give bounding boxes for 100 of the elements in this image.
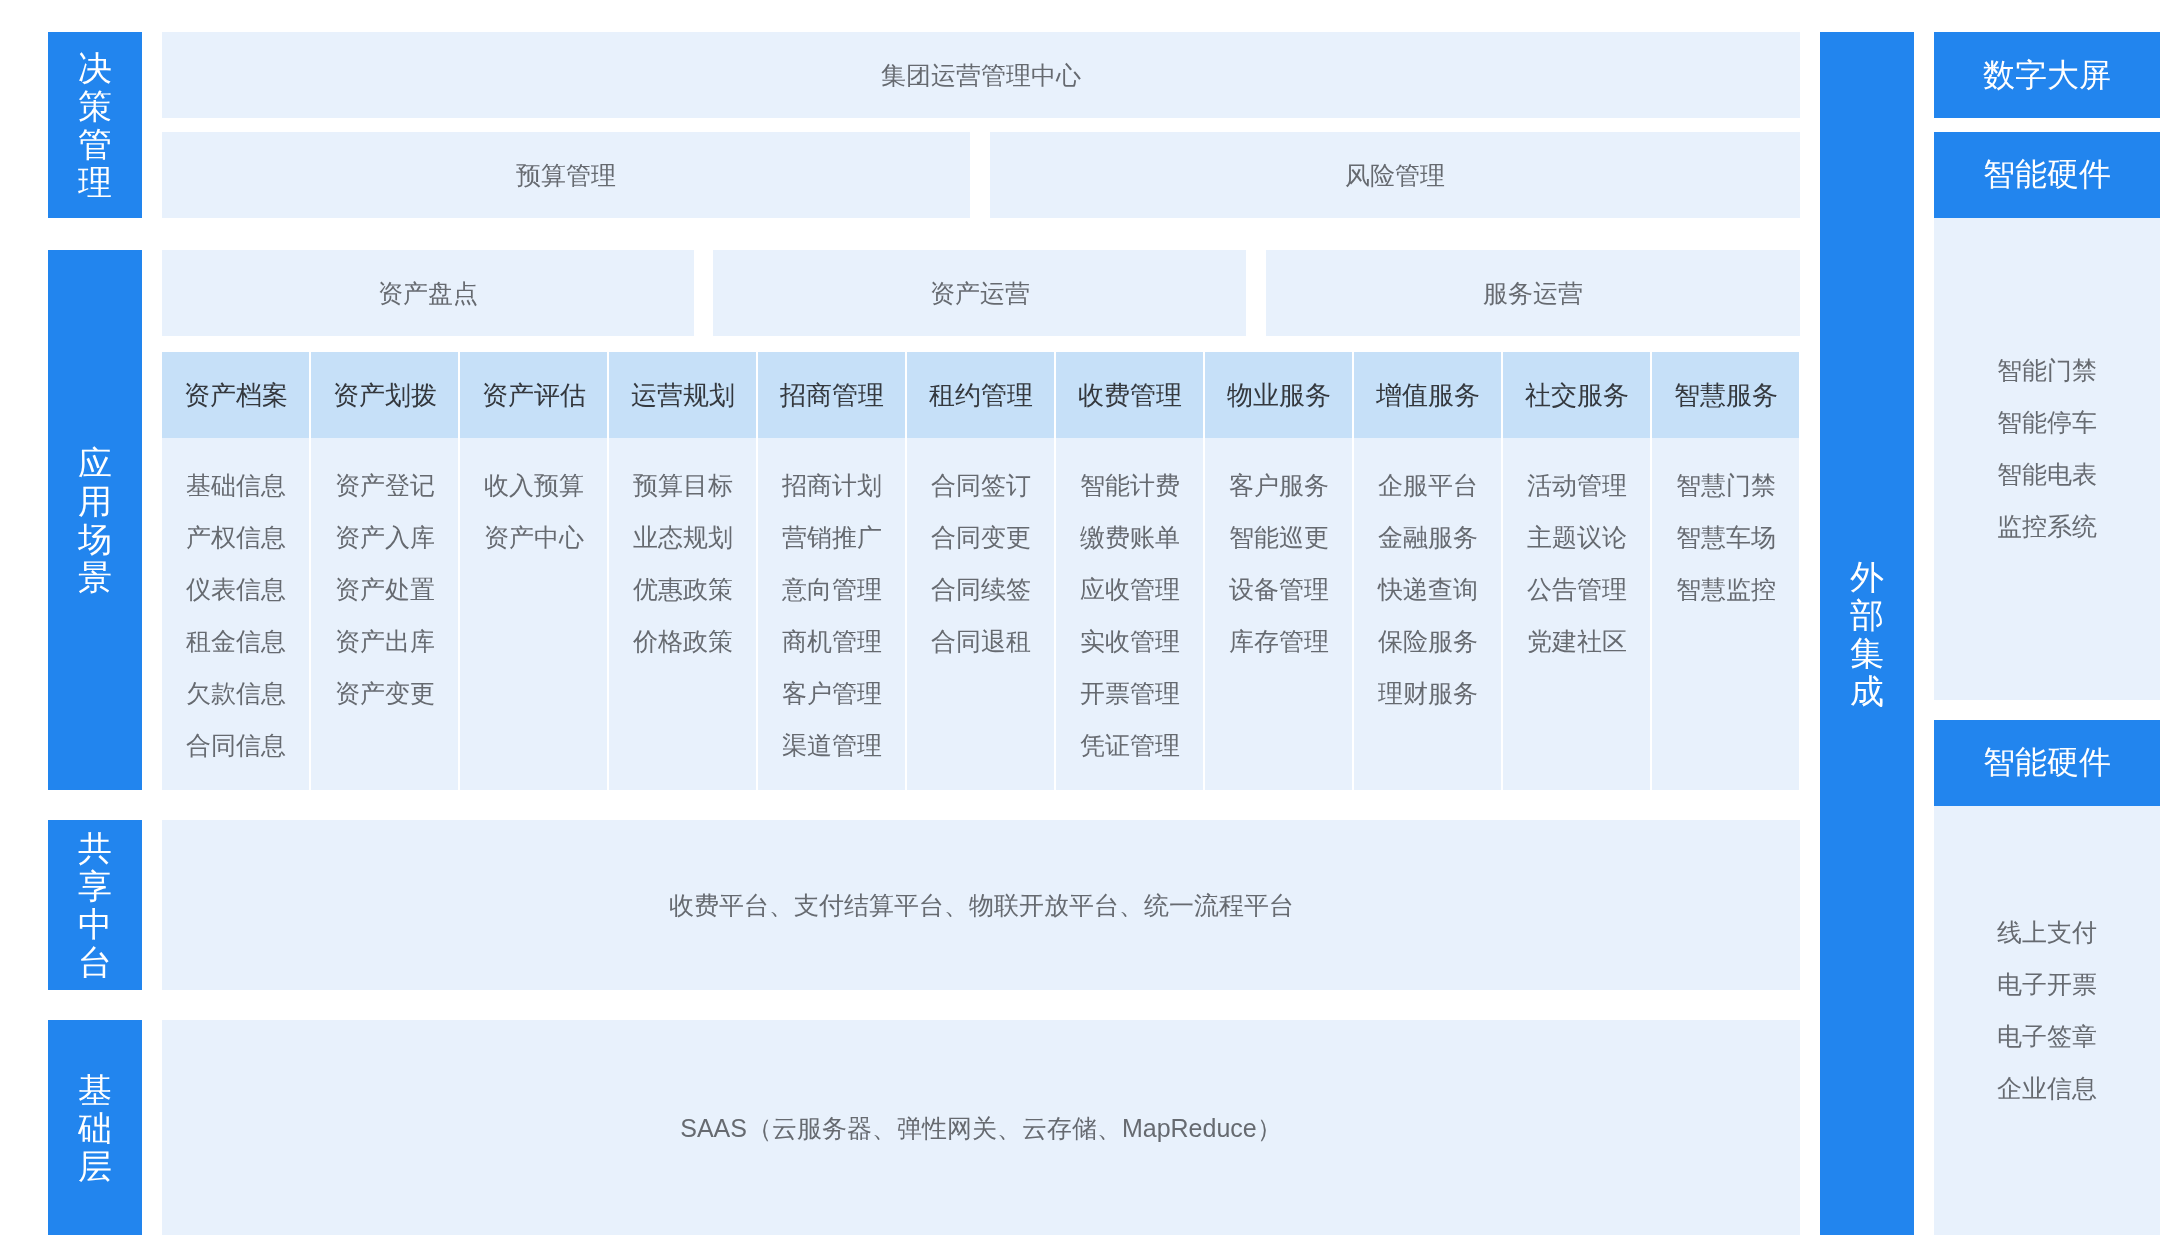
list-item: 凭证管理 (1079, 730, 1180, 760)
list-item: 智能巡更 (1228, 522, 1329, 552)
list-item: 应收管理 (1079, 574, 1180, 604)
column-heading: 资产评估 (460, 352, 607, 438)
list-item: 智能停车 (1997, 407, 2097, 437)
list-item: 意向管理 (781, 574, 882, 604)
list-item: 开票管理 (1079, 678, 1180, 708)
list-item: 渠道管理 (781, 730, 882, 760)
list-item: 合同续签 (930, 574, 1031, 604)
list-item: 资产处置 (334, 574, 435, 604)
list-item: 电子开票 (1997, 968, 2097, 999)
list-item: 线上支付 (1997, 916, 2097, 947)
list-item: 快递查询 (1377, 574, 1478, 604)
layer-tab (48, 820, 142, 990)
list-item: 业态规划 (632, 522, 733, 552)
list-item: 公告管理 (1526, 574, 1627, 604)
list-item: 欠款信息 (185, 678, 286, 708)
list-item: 商机管理 (781, 626, 882, 656)
list-item: 资产出库 (334, 626, 435, 656)
table-column (1354, 352, 1501, 790)
list-item: 智能电表 (1997, 459, 2097, 489)
integration-title: 外部集成 (1850, 557, 1884, 710)
list-item: 库存管理 (1228, 626, 1329, 656)
column-heading: 增值服务 (1354, 352, 1501, 438)
layer-title: 共享中台 (78, 829, 112, 981)
list-item: 监控系统 (1997, 511, 2097, 541)
list-item: 智慧门禁 (1675, 470, 1776, 500)
column-heading: 资产档案 (162, 352, 309, 438)
list-item: 主题议论 (1526, 522, 1627, 552)
list-item: 资产入库 (334, 522, 435, 552)
list-item: 金融服务 (1377, 522, 1478, 552)
table-column (162, 352, 309, 790)
layer-tab (48, 250, 142, 790)
list-item: 合同签订 (930, 470, 1031, 500)
tile-title: 数字大屏 (1983, 56, 2111, 95)
layer-tab (48, 1020, 142, 1235)
list-item: 优惠政策 (632, 574, 733, 604)
list-item: 价格政策 (632, 626, 733, 656)
list-item: 智能计费 (1079, 470, 1180, 500)
list-item: 收入预算 (483, 470, 584, 500)
table-column (609, 352, 756, 790)
panel-heading: 智能硬件 (1934, 132, 2160, 218)
column-heading: 租约管理 (907, 352, 1054, 438)
list-item: 租金信息 (185, 626, 286, 656)
list-item: 基础信息 (185, 470, 286, 500)
layer-title: 决策管理 (78, 49, 112, 201)
list-item: 资产登记 (334, 470, 435, 500)
list-item: 智慧监控 (1675, 574, 1776, 604)
layer-title: 应用场景 (78, 444, 112, 596)
list-item: 企服平台 (1377, 470, 1478, 500)
list-item: 党建社区 (1526, 626, 1627, 656)
column-heading: 收费管理 (1056, 352, 1203, 438)
column-heading: 社交服务 (1503, 352, 1650, 438)
integration-bar (1820, 32, 1914, 1235)
column-heading: 招商管理 (758, 352, 905, 438)
list-item: 活动管理 (1526, 470, 1627, 500)
list-item: 智慧车场 (1675, 522, 1776, 552)
list-item: 招商计划 (781, 470, 882, 500)
list-item: 保险服务 (1377, 626, 1478, 656)
module-label: 服务运营 (1483, 278, 1583, 309)
list-item: 企业信息 (1997, 1072, 2097, 1103)
list-item: 客户服务 (1228, 470, 1329, 500)
layer-title: 基础层 (78, 1070, 112, 1185)
table-column (1503, 352, 1650, 790)
list-item: 资产中心 (483, 522, 584, 552)
list-item: 资产变更 (334, 678, 435, 708)
list-item: 营销推广 (781, 522, 882, 552)
column-heading: 运营规划 (609, 352, 756, 438)
device-panel (1934, 720, 2160, 1235)
column-heading: 物业服务 (1205, 352, 1352, 438)
device-panel (1934, 132, 2160, 700)
table-column (907, 352, 1054, 790)
module-label: 资产盘点 (378, 278, 478, 309)
list-item: 设备管理 (1228, 574, 1329, 604)
list-item: 实收管理 (1079, 626, 1180, 656)
column-heading: 资产划拨 (311, 352, 458, 438)
table-column (1205, 352, 1352, 790)
column-heading: 智慧服务 (1652, 352, 1799, 438)
list-item: 合同信息 (185, 730, 286, 760)
list-item: 产权信息 (185, 522, 286, 552)
list-item: 合同退租 (930, 626, 1031, 656)
list-item: 仪表信息 (185, 574, 286, 604)
layer-tab (48, 32, 142, 218)
panel-heading: 智能硬件 (1934, 720, 2160, 806)
module-label: 集团运营管理中心 (881, 60, 1081, 91)
table-column (1652, 352, 1799, 790)
header-tile (1934, 32, 2160, 118)
table-column (1056, 352, 1203, 790)
module-label: 资产运营 (929, 278, 1030, 309)
list-item: 合同变更 (930, 522, 1031, 552)
list-item: 智能门禁 (1997, 355, 2097, 385)
list-item: 理财服务 (1377, 678, 1478, 708)
module-label: SAAS（云服务器、弹性网关、云存储、MapReduce） (680, 1112, 1282, 1144)
list-item: 电子签章 (1997, 1020, 2097, 1051)
table-column (311, 352, 458, 790)
module-label: 收费平台、支付结算平台、物联开放平台、统一流程平台 (668, 890, 1294, 921)
list-item: 客户管理 (781, 678, 882, 708)
list-item: 缴费账单 (1079, 522, 1180, 552)
list-item: 预算目标 (632, 470, 733, 500)
module-label: 风险管理 (1345, 160, 1445, 191)
